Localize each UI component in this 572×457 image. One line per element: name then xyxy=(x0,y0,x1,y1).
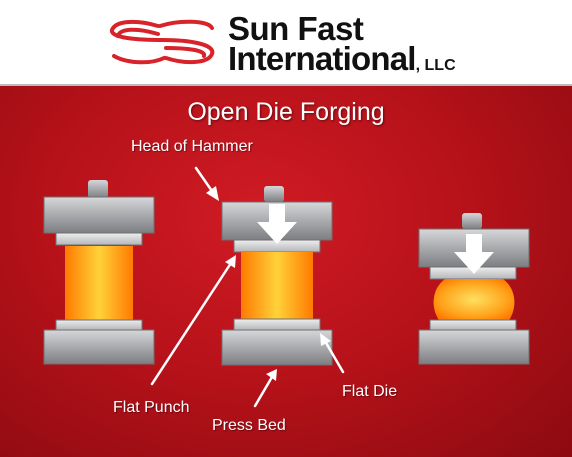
label-head-of-hammer: Head of Hammer xyxy=(131,138,253,155)
label-flat-die: Flat Die xyxy=(342,383,398,400)
workpiece-hot-metal xyxy=(241,252,313,319)
company-name-line2: International xyxy=(228,40,416,77)
flat-die xyxy=(429,319,517,331)
stage-after xyxy=(418,213,530,365)
hammer-knob xyxy=(264,186,284,202)
press-bed xyxy=(221,329,333,366)
callout-arrow-press-bed xyxy=(253,369,277,408)
callout-arrow-flat-die xyxy=(320,333,345,374)
callout-arrow-flat-punch xyxy=(150,255,236,386)
hammer-knob xyxy=(88,180,108,198)
press-bed xyxy=(418,329,530,365)
down-arrow-icon xyxy=(454,234,494,274)
company-suffix: , LLC xyxy=(415,57,456,74)
company-name: Sun Fast International, LLC xyxy=(228,10,456,81)
flat-punch xyxy=(55,232,143,246)
label-flat-punch: Flat Punch xyxy=(113,399,190,416)
hammer-knob xyxy=(462,213,482,229)
header-bar: Sun Fast International, LLC xyxy=(0,0,572,86)
callout-arrow-head-of-hammer xyxy=(194,166,219,201)
workpiece-hot-metal xyxy=(433,279,515,320)
press-bed xyxy=(43,329,155,365)
flat-die xyxy=(233,318,321,331)
sun-fast-logo-icon xyxy=(110,19,215,65)
flat-die xyxy=(55,319,143,331)
diagram-title: Open Die Forging xyxy=(187,98,385,126)
down-arrow-icon xyxy=(257,204,297,244)
hammer-head xyxy=(43,196,155,234)
stage-before xyxy=(43,180,155,365)
stage-during xyxy=(221,186,333,366)
label-press-bed: Press Bed xyxy=(212,417,286,434)
workpiece-hot-metal xyxy=(65,246,133,320)
company-name-line1: Sun Fast xyxy=(228,10,364,47)
